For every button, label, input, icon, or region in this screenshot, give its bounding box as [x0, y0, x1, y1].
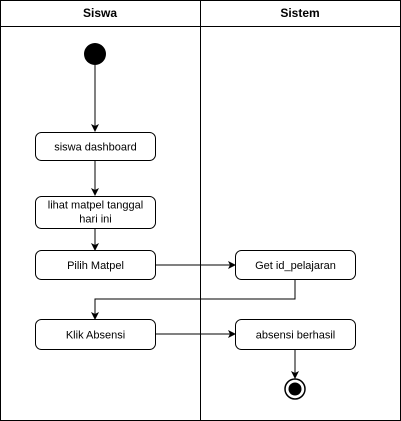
initial-node: [84, 43, 106, 65]
final-node-dot: [288, 382, 302, 396]
action-box: [35, 319, 156, 350]
lane-title-sistem: Sistem: [280, 6, 319, 20]
lane-title-siswa: Siswa: [83, 6, 117, 20]
action-label: Klik Absensi: [66, 330, 125, 342]
action-absensi-berhasil: absensi berhasil: [235, 319, 356, 350]
action-box: [235, 250, 356, 280]
edge-getid-to-klik: [91, 280, 296, 320]
action-box: [235, 319, 356, 350]
action-klik-absensi: Klik Absensi: [35, 319, 156, 350]
action-box: [35, 250, 156, 280]
final-node: [284, 378, 306, 400]
action-box: [35, 132, 156, 161]
action-label: siswa dashboard: [54, 142, 137, 154]
action-label-line-1: lihat matpel tanggal: [48, 200, 143, 212]
action-label: Pilih Matpel: [67, 260, 124, 272]
edges: [91, 65, 299, 379]
action-get-id-pelajaran: Get id_pelajaran: [235, 250, 356, 280]
action-pilih-matpel: Pilih Matpel: [35, 250, 156, 280]
action-box: [35, 196, 156, 229]
action-label: Get id_pelajaran: [255, 260, 336, 272]
action-label: absensi berhasil: [256, 330, 336, 342]
action-label-line-2: hari ini: [79, 214, 111, 226]
action-siswa-dashboard: siswa dashboard: [35, 132, 156, 161]
action-lihat-matpel: lihat matpel tanggal hari ini: [35, 196, 156, 229]
